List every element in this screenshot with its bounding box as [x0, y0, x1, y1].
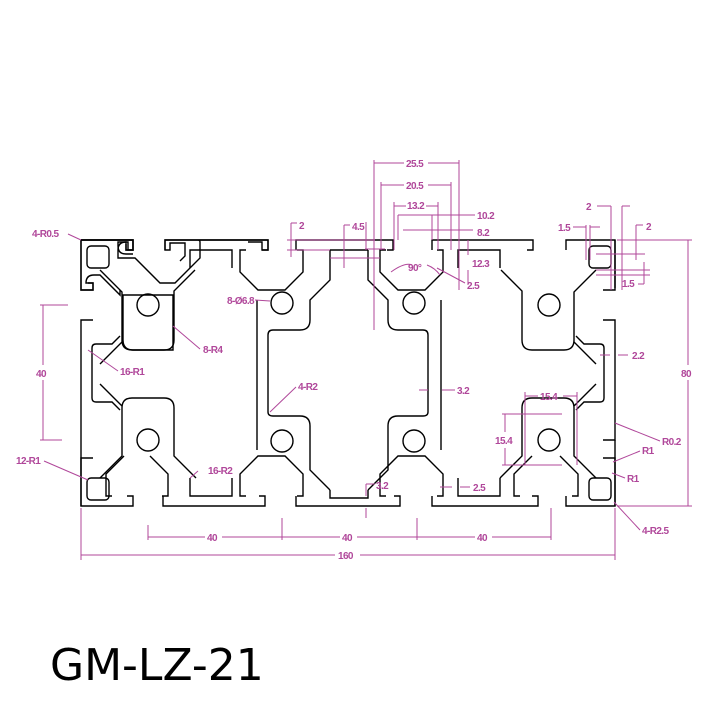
dim-slot-13-2: 13.2	[407, 201, 425, 212]
core-tr-outline	[500, 269, 597, 365]
bottom-edge-4	[431, 495, 539, 507]
top-cavity-a	[189, 249, 233, 268]
core-tl-outline	[99, 269, 196, 365]
core-br-outline	[499, 383, 597, 479]
center-cavity-right	[367, 250, 429, 491]
dim-height-40: 40	[36, 369, 47, 380]
dim-core-15-4-v: 15.4	[495, 436, 513, 447]
slot-top-1	[239, 249, 304, 291]
hole-8	[537, 428, 561, 452]
corner-cavity-tl	[86, 245, 110, 269]
dim-angle-90: 90°	[408, 263, 422, 274]
dim-slot-10-2: 10.2	[477, 211, 495, 222]
profile-title: GM-LZ-21	[50, 640, 264, 691]
bridge-bottom	[329, 490, 369, 499]
left-edge-2	[80, 319, 93, 440]
dim-core-15-4-h: 15.4	[540, 392, 558, 403]
dim-radius-12-r1: 12-R1	[16, 456, 41, 467]
hole-6	[270, 429, 294, 453]
dim-pitch-40-c: 40	[477, 533, 488, 544]
bottom-edge-3	[295, 495, 401, 507]
corner-cavity-bl	[86, 477, 110, 501]
right-edge-3	[603, 457, 616, 506]
slot-bottom-3	[513, 455, 579, 497]
slot-bottom-1	[239, 455, 304, 497]
dim-slot-20-5: 20.5	[406, 181, 424, 192]
dim-radius-r0-2: R0.2	[662, 437, 682, 448]
hole-3	[402, 291, 426, 315]
profile-outline	[80, 239, 616, 507]
hole-2	[270, 291, 294, 315]
corner-cavity-br	[588, 477, 612, 501]
left-edge	[80, 240, 94, 291]
dim-lip-1-5-right-h: 1.5	[558, 223, 571, 234]
top-edge-2	[164, 239, 269, 251]
core-bl-outline	[99, 383, 197, 479]
dim-lip-1-5-right-v: 1.5	[622, 279, 635, 290]
center-cavity-left	[267, 250, 331, 491]
slot-bottom-2	[379, 455, 444, 497]
slot-top-2	[379, 249, 444, 291]
dim-lip-2-right-h: 2	[586, 202, 592, 213]
top-edge-4	[431, 239, 534, 251]
right-edge	[603, 240, 616, 291]
dim-width-160: 160	[338, 551, 354, 562]
side-cavity-right	[575, 335, 605, 411]
dim-wall-3-2-bottom: 3.2	[376, 481, 389, 492]
dim-wall-3-2-center: 3.2	[457, 386, 470, 397]
slot-bottom-0	[105, 455, 169, 497]
dim-corner-4-r0-5: 4-R0.5	[32, 229, 59, 240]
dim-slot-depth-12-3: 12.3	[472, 259, 490, 270]
dim-pitch-40-a: 40	[207, 533, 218, 544]
dim-wall-2-2: 2.2	[632, 351, 645, 362]
hole-7	[402, 429, 426, 453]
bottom-edge-2	[162, 495, 266, 507]
hole-1	[136, 293, 160, 317]
bottom-cavity-a	[189, 478, 233, 497]
top-edge	[81, 239, 134, 251]
dim-pitch-40-b: 40	[342, 533, 353, 544]
dim-slot-wall-2-5: 2.5	[467, 281, 480, 292]
right-edge-2	[603, 319, 616, 441]
dimensions: 160 40 40 40 80 40 25.5	[16, 159, 693, 562]
dim-radius-8-r4: 8-R4	[203, 345, 223, 356]
hole-5	[136, 428, 160, 452]
dim-radius-4-r2: 4-R2	[298, 382, 318, 393]
dim-radius-r1-a: R1	[642, 446, 655, 457]
core-tl	[122, 294, 174, 351]
top-cavity-b	[457, 249, 501, 268]
top-edge-3	[295, 239, 394, 251]
dim-slot-25-5: 25.5	[406, 159, 424, 170]
dim-radius-r1-b: R1	[627, 474, 640, 485]
dim-holes-8-d6-8: 8-Ø6.8	[227, 296, 255, 307]
dim-lip-2-left: 2	[299, 221, 305, 232]
corner-cavity-tr	[588, 245, 612, 269]
hole-4	[537, 293, 561, 317]
dim-wall-2-5-bottom: 2.5	[473, 483, 486, 494]
dim-lip-2-right-v: 2	[646, 222, 652, 233]
dim-height-80: 80	[681, 369, 692, 380]
dim-radius-4-r2-5: 4-R2.5	[642, 526, 669, 537]
dim-radius-16-r1: 16-R1	[120, 367, 145, 378]
dim-radius-16-r2: 16-R2	[208, 466, 233, 477]
dim-lip-4-5: 4.5	[352, 222, 365, 233]
left-edge-3	[80, 457, 93, 506]
side-cavity-left	[91, 335, 121, 411]
bottom-cavity-b	[457, 478, 501, 497]
dim-slot-8-2: 8.2	[477, 228, 490, 239]
